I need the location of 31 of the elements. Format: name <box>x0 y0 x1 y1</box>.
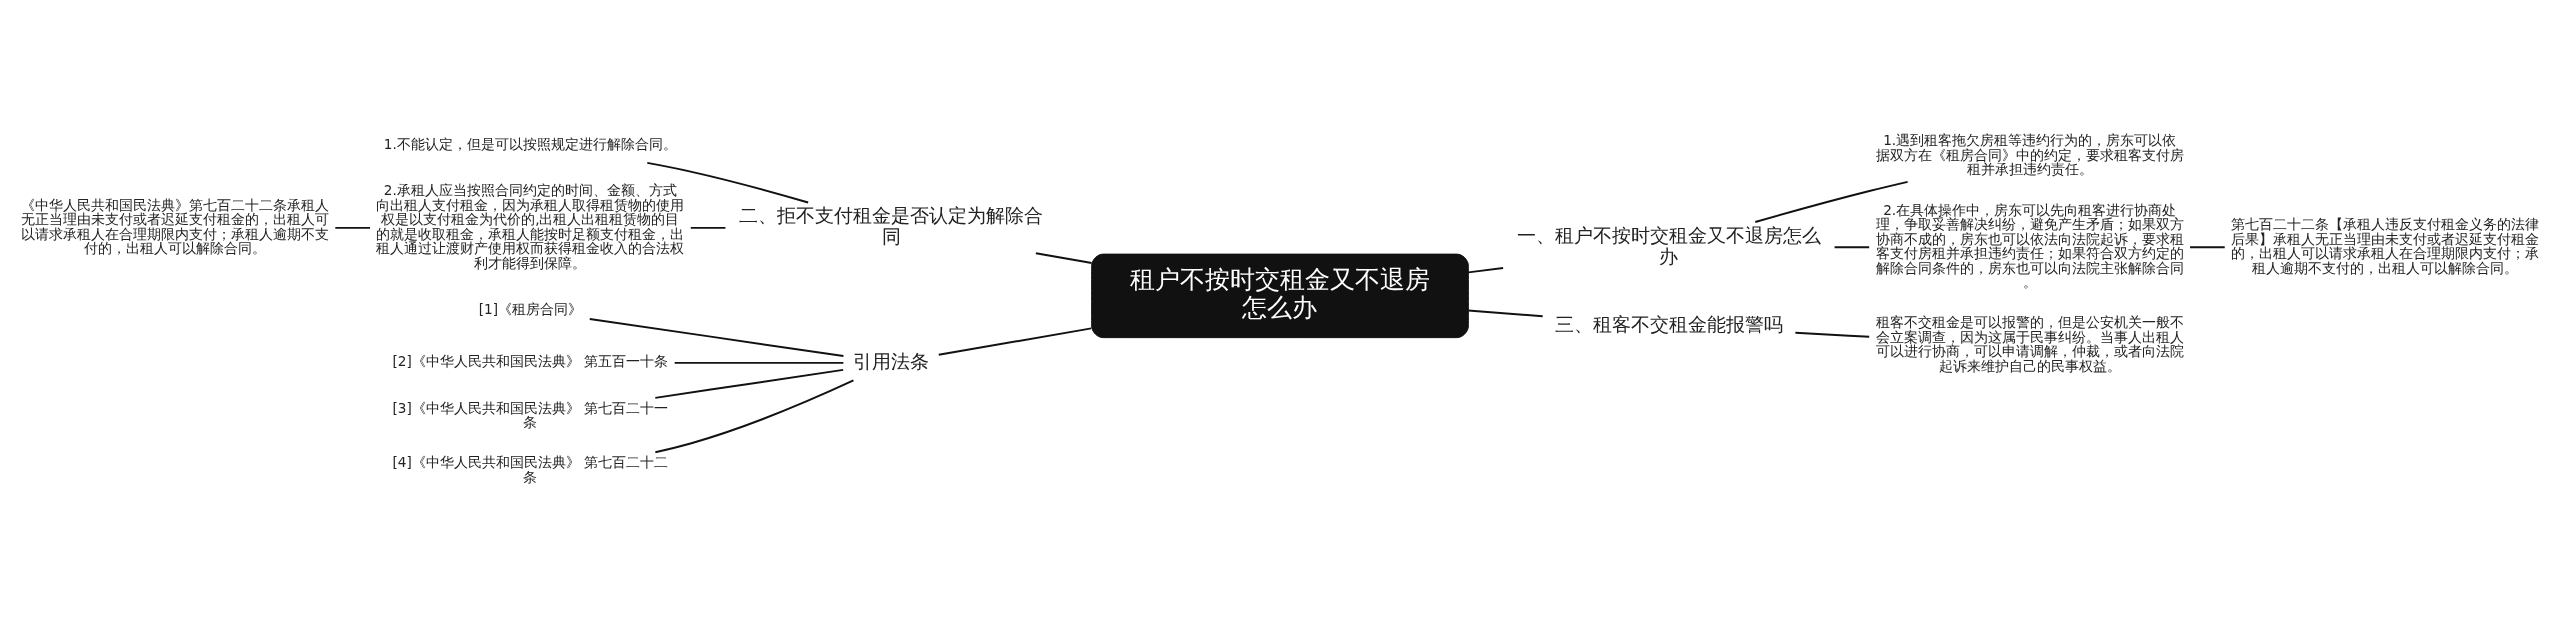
node-text: 第七百二十二条【承租人违反支付租金义务的法律后果】承租人无正当理由未支付或者迟延支付租金的，出租人可以请求承租人在合理期限内支付；承租人逾期不支付的，出租人可以解除合同。 <box>2231 216 2540 276</box>
node-text: 租客不交租金是可以报警的，但是公安机关一般不会立案调查，因为这属于民事纠纷。当事人出租人可以进行协商，可以申请调解，仲裁，或者向法院起诉来维护自己的民事权益。 <box>1875 314 2184 374</box>
connector <box>937 327 1093 356</box>
connector <box>1794 331 1871 338</box>
node-text: 2.承租人应当按照合同约定的时间、金额、方式向出租人支付租金，因为承租人取得租赁物的使用权是以支付租金为代价的,出租人出租租赁物的目的就是收取租金，承租人能按时足额支付租金，出租人通过让渡财产使用权而获得租金收入的合法权利才能得到保障。 <box>376 182 685 271</box>
node-text: 一、租户不按时交租金又不退房怎么办 <box>1516 223 1821 268</box>
connector <box>588 318 845 358</box>
connector <box>1034 252 1093 264</box>
connector <box>1467 267 1505 274</box>
connector <box>689 226 727 229</box>
node-text: 1.不能认定，但是可以按照规定进行解除合同。 <box>383 135 677 152</box>
node-text: 引用法条 <box>853 349 930 373</box>
node-text: 《中华人民共和国民法典》第七百二十二条承租人无正当理由未支付或者迟延支付租金的，出租人可以请求承租人在合理期限内支付；承租人逾期不支付的，出租人可以解除合同。 <box>20 196 329 257</box>
connector <box>334 226 371 229</box>
node-text: 三、租客不交租金能报警吗 <box>1554 312 1783 336</box>
connector <box>673 361 845 364</box>
connector <box>2189 246 2226 249</box>
node-text: [1]《租房合同》 <box>478 301 582 318</box>
connector <box>646 161 810 204</box>
connector <box>1833 246 1871 249</box>
node-text: 1.遇到租客拖欠房租等违约行为的，房东可以依据双方在《租房合同》中的约定，要求租客支付房租并承担违约责任。 <box>1875 132 2184 178</box>
node-text: [4]《中华人民共和国民法典》 第七百二十二条 <box>392 453 669 485</box>
node-text: 二、拒不支付租金是否认定为解除合同 <box>739 204 1044 249</box>
connector <box>654 379 855 454</box>
connector <box>1467 309 1544 318</box>
node-box: 租户不按时交租金又不退房怎么办 <box>1091 253 1469 339</box>
node-text: 2.在具体操作中，房东可以先向租客进行协商处理，争取妥善解决纠纷，避免产生矛盾；如果双方协商不成的，房东也可以依法向法院起诉，要求租客支付房租并承担违约责任；如果符合双方约定的解除合同条件的，房东也可以向法院主张解除合同。 <box>1875 201 2184 291</box>
node-text: [3]《中华人民共和国民法典》 第七百二十一条 <box>392 399 669 431</box>
connector <box>654 368 845 399</box>
node-text: [2]《中华人民共和国民法典》 第五百一十条 <box>392 353 669 370</box>
connector <box>1754 180 1909 223</box>
